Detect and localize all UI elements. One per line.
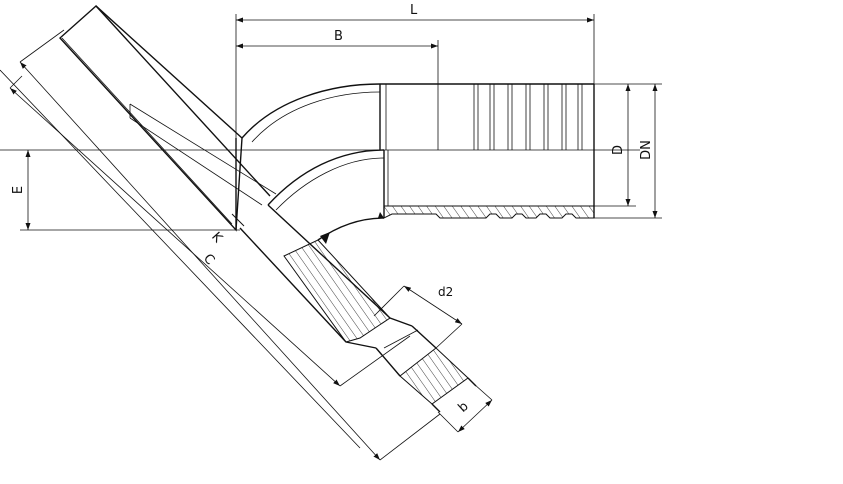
diagonal-branch bbox=[239, 204, 477, 413]
dim-label-C: C bbox=[200, 251, 217, 268]
dim-label-D: D bbox=[611, 145, 626, 155]
hose-tail bbox=[379, 83, 595, 219]
dim-label-d2: d2 bbox=[438, 285, 453, 299]
dimension-lines bbox=[9, 14, 662, 461]
dim-label-K: K bbox=[208, 229, 225, 246]
dim-label-E: E bbox=[11, 186, 26, 194]
dim-label-b: b bbox=[456, 399, 472, 416]
dim-label-L: L bbox=[410, 3, 418, 18]
dim-label-B: B bbox=[334, 29, 343, 44]
flange-plate bbox=[59, 5, 277, 232]
dim-label-DN: DN bbox=[639, 140, 654, 160]
elbow-body bbox=[241, 83, 385, 244]
